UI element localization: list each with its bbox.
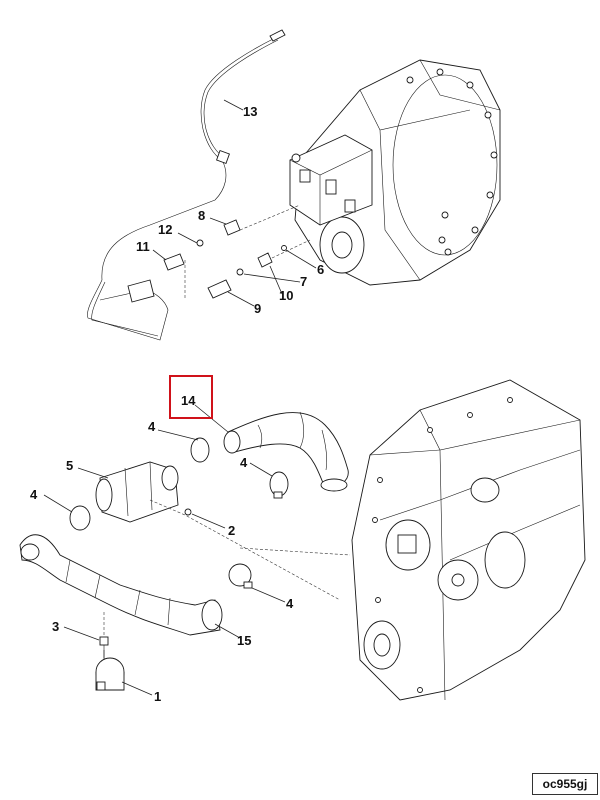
callout-9: 9 xyxy=(254,301,261,316)
bolt-ring xyxy=(406,68,498,256)
callout-13: 13 xyxy=(243,104,257,119)
hose-clamps xyxy=(69,437,289,589)
callout-10: 10 xyxy=(279,288,293,303)
transmission-assembly xyxy=(289,59,501,286)
callout-8: 8 xyxy=(198,208,205,223)
wiring-harness-13 xyxy=(87,29,286,341)
callout-15: 15 xyxy=(237,633,251,648)
engine-bolts xyxy=(372,397,513,693)
callout-4-left: 4 xyxy=(30,487,38,502)
highlight-box-14 xyxy=(169,375,213,419)
callout-1: 1 xyxy=(154,689,161,704)
callout-12: 12 xyxy=(158,222,172,237)
callout-2: 2 xyxy=(228,523,235,538)
callout-5: 5 xyxy=(66,458,73,473)
engine-assembly xyxy=(351,379,586,701)
callout-7: 7 xyxy=(300,274,307,289)
reference-code-label: oc955gj xyxy=(532,773,598,795)
callout-labels: 13 8 12 11 6 7 10 9 14 4 4 5 4 2 4 15 3 … xyxy=(30,104,324,704)
upper-hose-14 xyxy=(223,411,349,492)
thermostat-housing-5 xyxy=(95,461,192,523)
callout-3: 3 xyxy=(52,619,59,634)
callout-14: 14 xyxy=(181,393,196,408)
lower-hose-15 xyxy=(19,534,223,636)
callout-6: 6 xyxy=(317,262,324,277)
callout-11: 11 xyxy=(136,239,150,254)
support-bracket-1 xyxy=(95,650,125,691)
bolt-3 xyxy=(99,636,109,658)
callout-4-middle: 4 xyxy=(240,455,248,470)
callout-4-upper: 4 xyxy=(148,419,156,434)
callout-4-lower: 4 xyxy=(286,596,294,611)
